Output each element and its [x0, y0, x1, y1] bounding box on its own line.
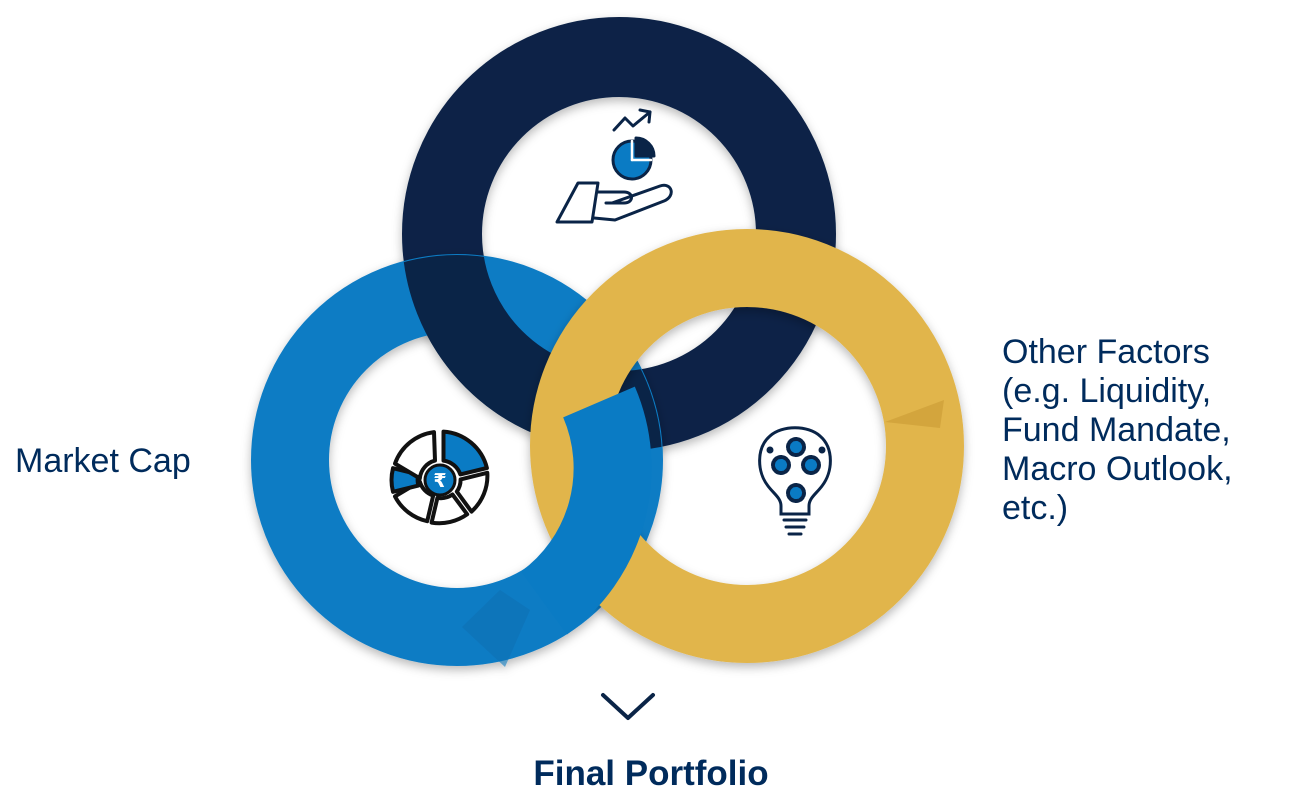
other-factors-line: Fund Mandate, [1002, 411, 1231, 449]
other-factors-line: (e.g. Liquidity, [1002, 372, 1212, 410]
hand-pie-chart-growth-icon [555, 108, 673, 224]
other-factors-label: Other Factors (e.g. Liquidity, Fund Mand… [1002, 333, 1302, 528]
svg-text:₹: ₹ [433, 470, 446, 492]
final-portfolio-label: Final Portfolio [533, 754, 769, 793]
other-factors-line: etc.) [1002, 489, 1069, 527]
market-cap-label: Market Cap [15, 442, 191, 480]
ring-left-overlap [520, 386, 652, 635]
chevron-down-icon [601, 693, 655, 720]
other-factors-line: Other Factors [1002, 333, 1210, 371]
lightbulb-gears-icon [758, 426, 832, 536]
ring-right [530, 229, 964, 663]
rupee-segment-chart-icon: ₹ [389, 429, 490, 526]
other-factors-line: Macro Outlook, [1002, 450, 1233, 488]
